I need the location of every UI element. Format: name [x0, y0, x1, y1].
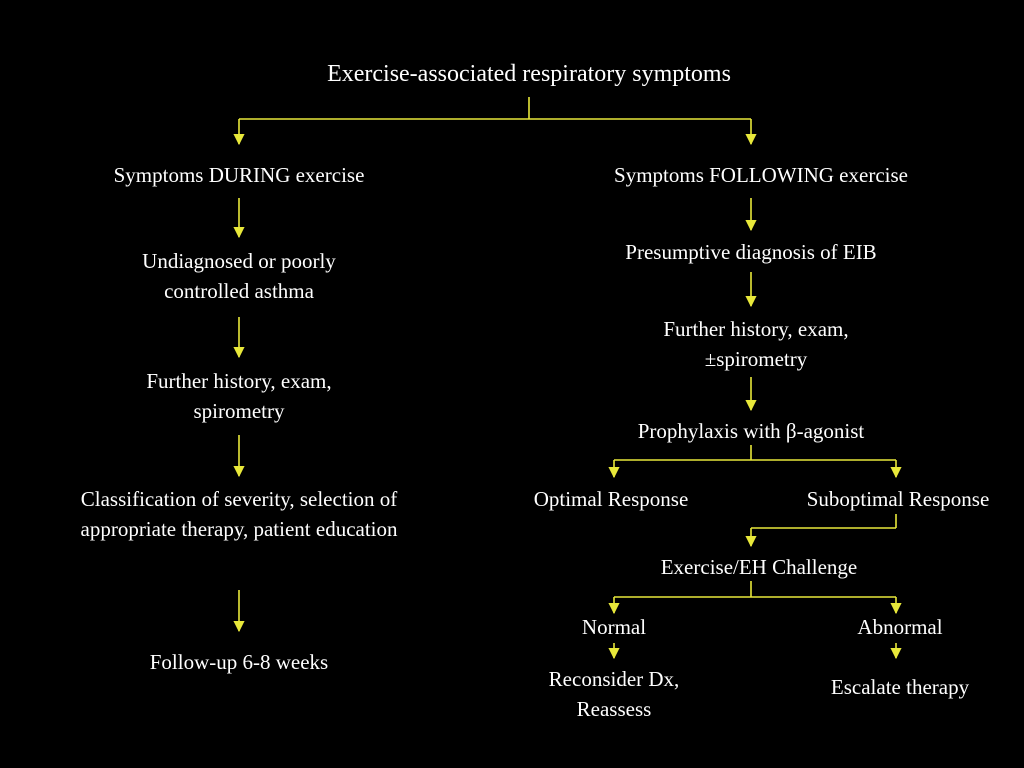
normal-outcome-node: Reconsider Dx, Reassess	[548, 667, 680, 721]
optimal-response-node: Optimal Response	[533, 487, 689, 511]
left-step1-node: Undiagnosed or poorly controlled asthma	[142, 249, 336, 303]
right-step1-node: Presumptive diagnosis of EIB	[625, 240, 877, 264]
suboptimal-response-node: Suboptimal Response	[806, 487, 990, 511]
normal-node: Normal	[581, 615, 647, 639]
right-heading-node: Symptoms FOLLOWING exercise	[614, 163, 908, 187]
left-step3-node: Classification of severity, selection of…	[80, 487, 398, 541]
abnormal-outcome-node: Escalate therapy	[830, 675, 970, 699]
root-node: Exercise-associated respiratory symptoms	[327, 61, 731, 87]
right-step2-node: Further history, exam, ±spirometry	[663, 317, 849, 371]
right-step3-node: Prophylaxis with β-agonist	[637, 419, 865, 443]
abnormal-node: Abnormal	[857, 615, 943, 639]
left-heading-node: Symptoms DURING exercise	[113, 163, 365, 187]
left-step4-node: Follow-up 6-8 weeks	[149, 650, 329, 674]
challenge-node: Exercise/EH Challenge	[660, 555, 858, 579]
left-step2-node: Further history, exam, spirometry	[146, 369, 332, 423]
